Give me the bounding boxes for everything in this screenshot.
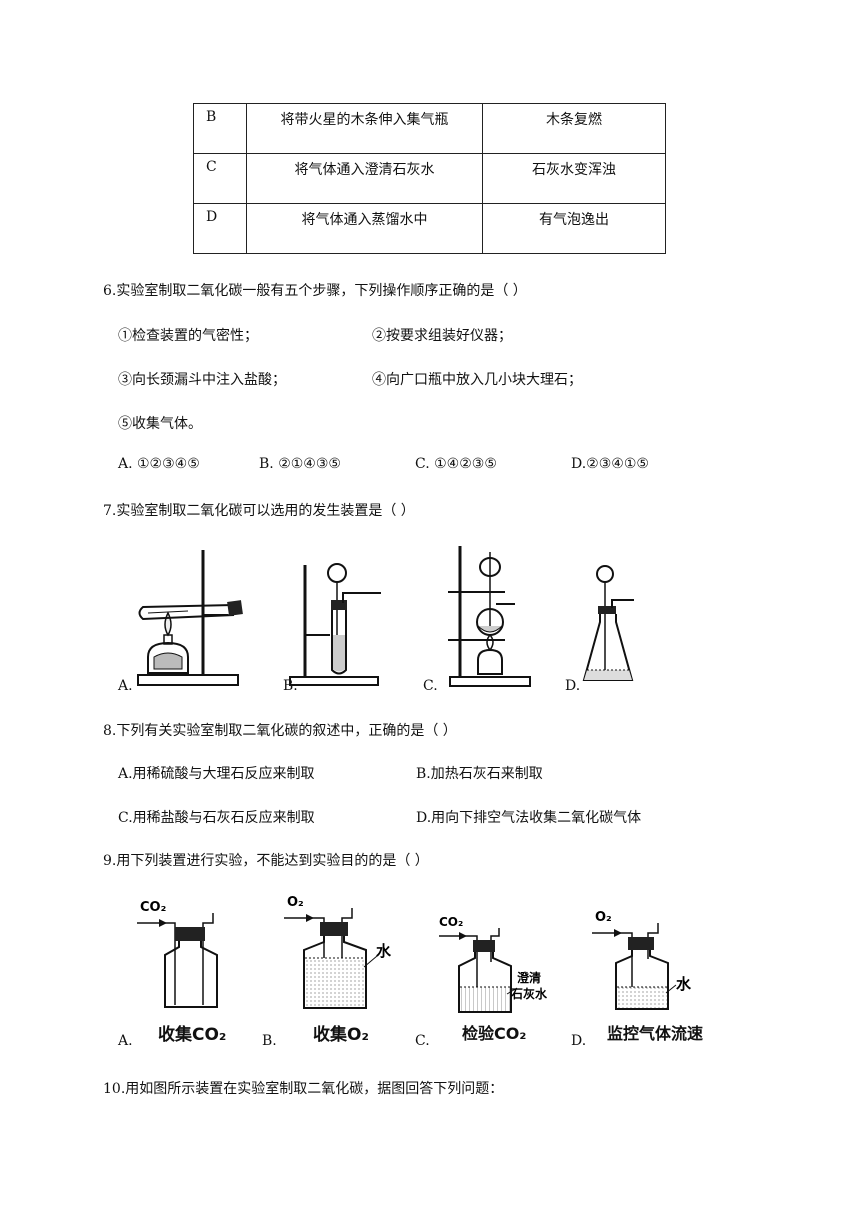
table-row: D 将气体通入蒸馏水中 有气泡逸出 <box>193 203 666 254</box>
row-letter: B <box>193 103 247 154</box>
q9-bottle-c-figure: CO₂ 澄清 石灰水 <box>439 915 548 1013</box>
q6-option-b[interactable]: B. ②①④③⑤ <box>259 456 341 472</box>
q7-label-b: B. <box>283 678 298 694</box>
q9-limewater-label-1: 澄清 <box>517 970 541 985</box>
q7-apparatus-b-figure <box>289 563 381 686</box>
q9-water-label-b: 水 <box>376 942 392 960</box>
q9-label-d: D. <box>571 1033 587 1049</box>
q8-option-c[interactable]: C.用稀盐酸与石灰石反应来制取 <box>118 810 315 826</box>
q9-caption-a: 收集CO₂ <box>158 1025 227 1045</box>
row-phenomenon: 木条复燃 <box>482 103 666 154</box>
q9-label-c: C. <box>415 1033 430 1049</box>
q6-option-d[interactable]: D.②③④①⑤ <box>571 456 649 472</box>
options-table: B 将带火星的木条伸入集气瓶 木条复燃 C 将气体通入澄清石灰水 石灰水变浑浊 … <box>193 103 666 254</box>
row-phenomenon: 石灰水变浑浊 <box>482 153 666 204</box>
q8-stem: 8.下列有关实验室制取二氧化碳的叙述中，正确的是（ ） <box>103 723 457 739</box>
q7-label-c: C. <box>423 678 438 694</box>
table-row: C 将气体通入澄清石灰水 石灰水变浑浊 <box>193 153 666 204</box>
row-operation: 将带火星的木条伸入集气瓶 <box>246 103 483 154</box>
q6-step-1: ①检查装置的气密性； <box>118 328 258 344</box>
q9-label-a: A. <box>118 1033 133 1049</box>
q6-option-a[interactable]: A. ①②③④⑤ <box>118 456 200 472</box>
q7-label-d: D. <box>565 678 581 694</box>
row-operation: 将气体通入澄清石灰水 <box>246 153 483 204</box>
q9-stem: 9.用下列装置进行实验，不能达到实验目的的是（ ） <box>103 853 429 869</box>
q9-caption-d: 监控气体流速 <box>607 1024 704 1043</box>
table-row: B 将带火星的木条伸入集气瓶 木条复燃 <box>193 103 666 154</box>
q6-step-5: ⑤收集气体。 <box>118 416 202 432</box>
q6-step-3: ③向长颈漏斗中注入盐酸； <box>118 372 286 388</box>
q9-caption-b: 收集O₂ <box>313 1025 369 1045</box>
q8-option-b[interactable]: B.加热石灰石来制取 <box>416 766 543 782</box>
q8-option-d[interactable]: D.用向下排空气法收集二氧化碳气体 <box>416 810 642 826</box>
q9-gas-a: CO₂ <box>140 900 166 915</box>
row-letter: D <box>193 203 247 254</box>
q7-label-a: A. <box>118 678 133 694</box>
q9-caption-c: 检验CO₂ <box>462 1024 527 1043</box>
q9-gas-b: O₂ <box>287 895 304 910</box>
q9-label-b: B. <box>262 1033 277 1049</box>
q9-gas-d: O₂ <box>595 910 612 925</box>
q9-bottle-a-figure: CO₂ <box>137 900 218 1008</box>
q7-apparatus-c-figure <box>448 546 531 687</box>
q7-apparatus-d-figure <box>582 565 634 681</box>
q6-stem: 6.实验室制取二氧化碳一般有五个步骤，下列操作顺序正确的是（ ） <box>103 283 527 299</box>
row-phenomenon: 有气泡逸出 <box>482 203 666 254</box>
q6-step-4: ④向广口瓶中放入几小块大理石； <box>372 372 582 388</box>
q10-stem: 10.用如图所示装置在实验室制取二氧化碳，据图回答下列问题： <box>103 1081 504 1097</box>
q6-step-2: ②按要求组装好仪器； <box>372 328 512 344</box>
q9-bottle-b-figure: O₂ 水 <box>284 895 392 1009</box>
q7-apparatus-a-figure <box>137 550 243 686</box>
q9-water-label-d: 水 <box>676 975 692 993</box>
q7-stem: 7.实验室制取二氧化碳可以选用的发生装置是（ ） <box>103 503 415 519</box>
q9-limewater-label-2: 石灰水 <box>510 986 548 1001</box>
q8-option-a[interactable]: A.用稀硫酸与大理石反应来制取 <box>118 766 315 782</box>
row-operation: 将气体通入蒸馏水中 <box>246 203 483 254</box>
q9-bottle-d-figure: O₂ 水 <box>592 910 692 1010</box>
q6-option-c[interactable]: C. ①④②③⑤ <box>415 456 497 472</box>
row-letter: C <box>193 153 247 204</box>
q9-gas-c: CO₂ <box>439 915 463 929</box>
